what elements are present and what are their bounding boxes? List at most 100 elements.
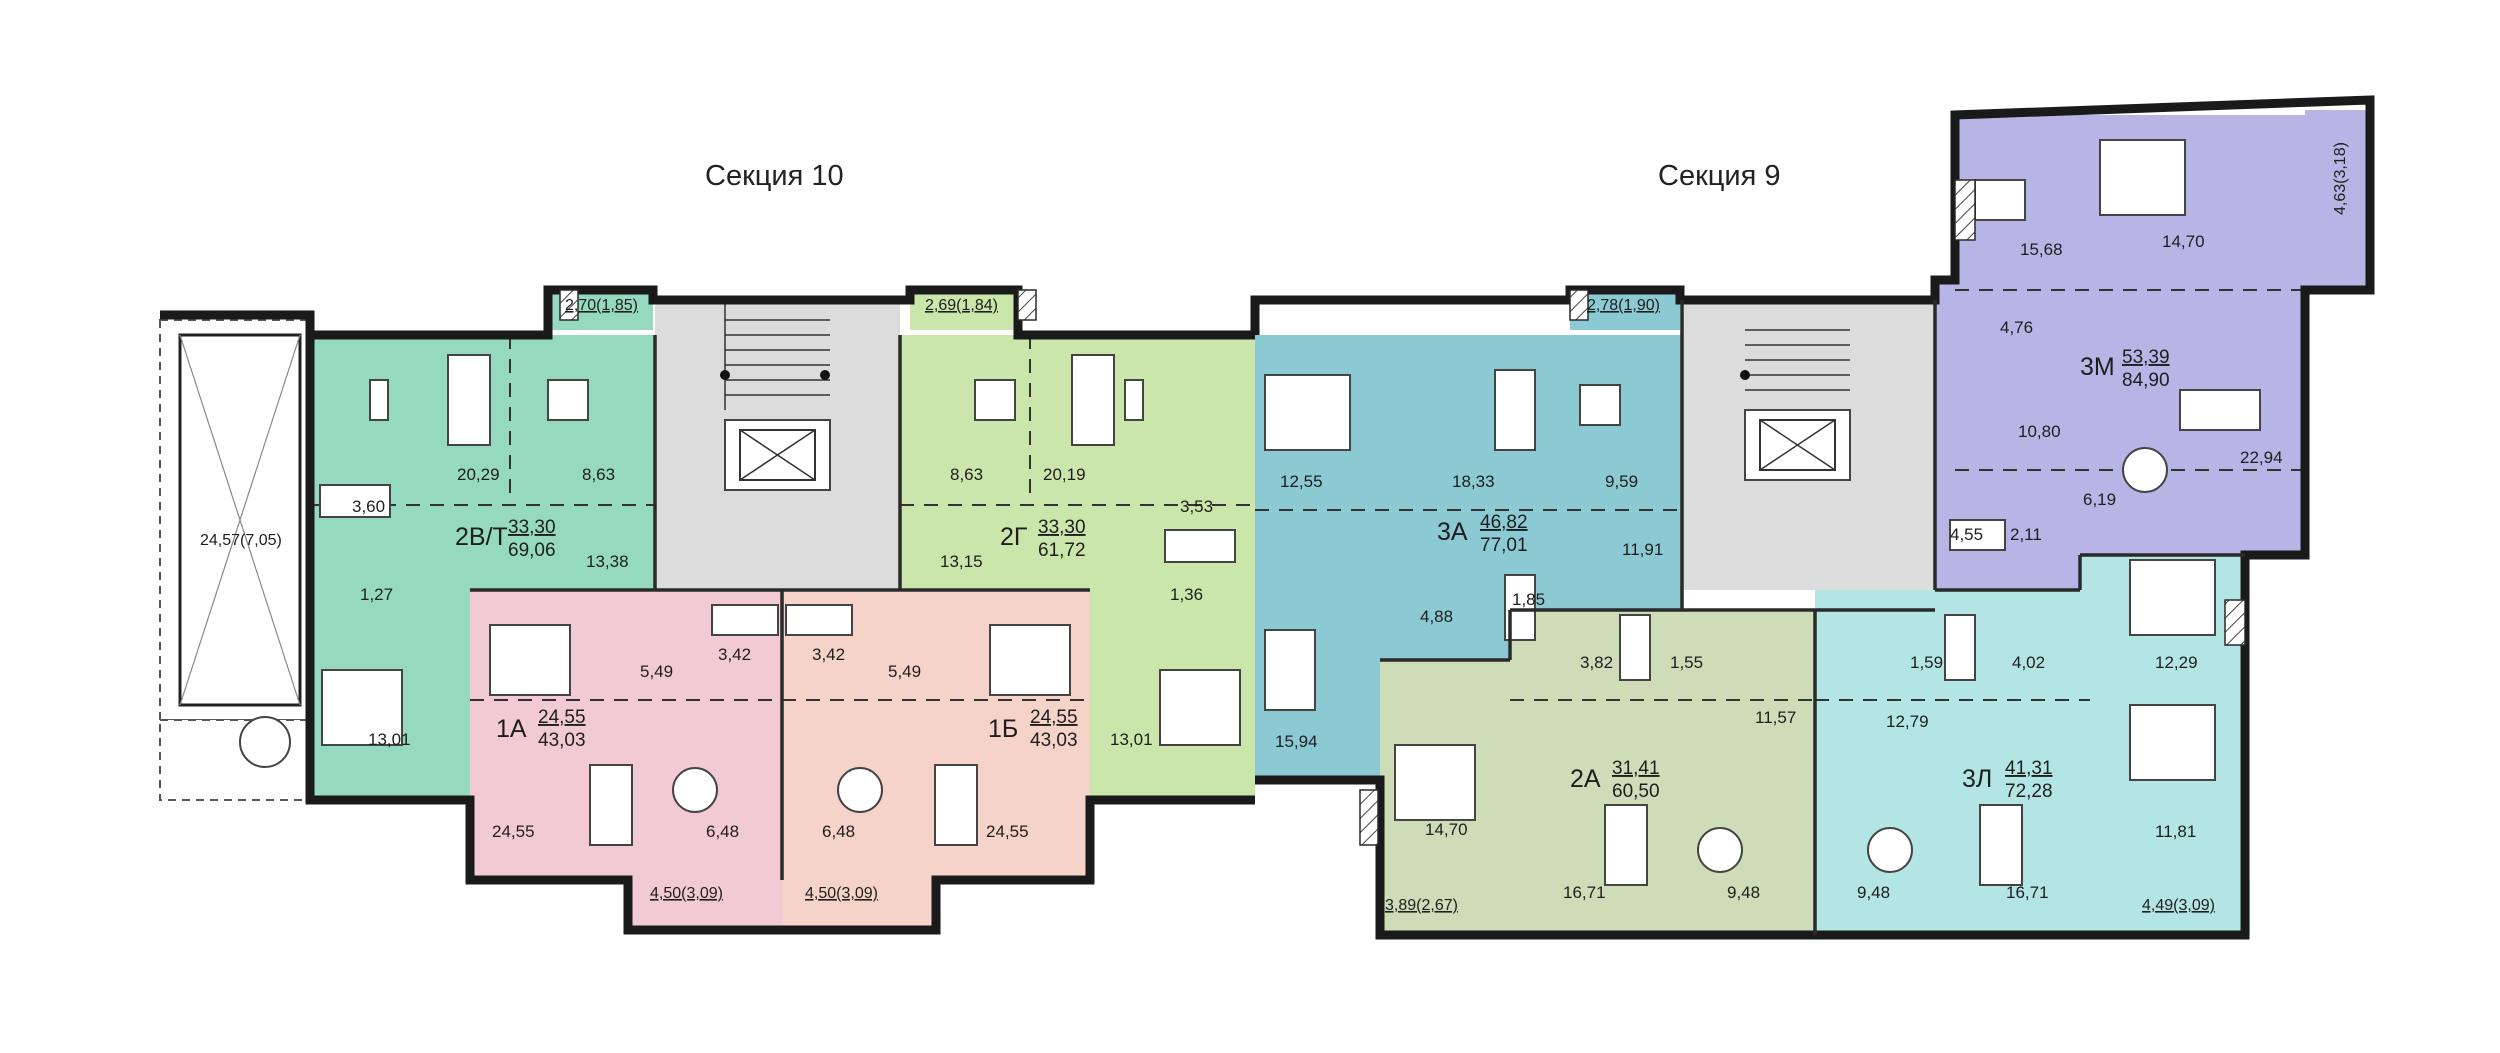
apartment-label-2a: 2А 31,41 60,50 — [1570, 758, 1660, 802]
sofa-icon — [1071, 354, 1115, 446]
dining-table-icon — [1579, 384, 1621, 426]
apartment-code: 3М — [2080, 353, 2115, 381]
room-area: 3,60 — [352, 497, 385, 516]
apartment-living-area: 53,39 — [2122, 347, 2170, 368]
room-area: 12,55 — [1280, 472, 1323, 491]
bathtub-icon — [1164, 529, 1236, 563]
balcony-area: 2,69(1,84) — [925, 297, 998, 314]
sofa-icon — [1494, 369, 1536, 451]
room-area: 8,63 — [950, 465, 983, 484]
room-area: 6,48 — [822, 822, 855, 841]
tv-icon — [1124, 379, 1144, 421]
section-9-title: Секция 9 — [1658, 160, 1780, 192]
zone-lines — [310, 289, 2305, 701]
apartment-living-area: 41,31 — [2005, 758, 2053, 779]
room-area: 12,79 — [1886, 712, 1929, 731]
bed-icon — [1264, 374, 1351, 451]
apartment-code: 1А — [496, 715, 527, 743]
bathtub-icon — [1619, 614, 1651, 681]
balcony-area: 4,50(3,09) — [650, 885, 723, 902]
room-area: 10,80 — [2018, 422, 2061, 441]
apartment-total-area: 60,50 — [1612, 781, 1660, 802]
bed-icon — [2129, 704, 2216, 781]
room-area: 6,48 — [706, 822, 739, 841]
apartment-code: 2В/Т — [455, 523, 508, 551]
room-area: 11,91 — [1622, 540, 1663, 559]
room-area: 4,88 — [1420, 607, 1453, 626]
balcony-area: 4,63(3,18) — [2332, 142, 2349, 215]
apartment-code: 3А — [1437, 518, 1468, 546]
bed-icon — [489, 624, 571, 696]
apartment-living-area: 24,55 — [1030, 707, 1078, 728]
bathtub-icon — [319, 484, 391, 518]
balcony-area: 3,89(2,67) — [1385, 897, 1458, 914]
room-area: 20,29 — [457, 465, 500, 484]
room-area: 20,19 — [1043, 465, 1086, 484]
balcony-area: 2,78(1,90) — [1587, 297, 1660, 314]
apartment-living-area: 31,41 — [1612, 758, 1660, 779]
room-area: 1,55 — [1670, 653, 1703, 672]
bathtub-icon — [785, 604, 853, 636]
room-area: 2,11 — [2010, 525, 2042, 544]
sofa-icon — [589, 764, 633, 846]
room-area: 11,81 — [2155, 822, 2196, 841]
room-area: 15,94 — [1275, 732, 1318, 751]
room-area: 16,71 — [1563, 883, 1606, 902]
balcony-area: 24,57(7,05) — [200, 532, 282, 549]
room-area: 3,42 — [812, 645, 845, 664]
room-area: 14,70 — [2162, 232, 2205, 251]
apartment-code: 2А — [1570, 765, 1601, 793]
apartment-total-area: 43,03 — [538, 730, 586, 751]
apartment-total-area: 77,01 — [1480, 535, 1528, 556]
apartment-3m-fill — [1935, 115, 2305, 590]
room-area: 24,55 — [986, 822, 1029, 841]
dining-table-icon — [1867, 827, 1913, 873]
room-area: 15,68 — [2020, 240, 2063, 259]
room-area: 18,33 — [1452, 472, 1495, 491]
room-area: 11,57 — [1755, 708, 1796, 727]
balcony-3m-fill — [2305, 110, 2370, 290]
stair-s9 — [1740, 329, 1851, 481]
room-area: 24,55 — [492, 822, 535, 841]
room-area: 1,27 — [360, 585, 393, 604]
dining-table-icon — [974, 379, 1016, 421]
apartment-total-area: 61,72 — [1038, 540, 1086, 561]
room-area: 13,38 — [586, 552, 629, 571]
apartment-living-area: 33,30 — [508, 517, 556, 538]
room-area: 16,71 — [2006, 883, 2049, 902]
room-area: 1,59 — [1910, 653, 1943, 672]
apartment-living-area: 46,82 — [1480, 512, 1528, 533]
balcony-1b-fill — [782, 872, 936, 930]
desk-icon — [1974, 179, 2026, 221]
room-area: 6,19 — [2083, 490, 2116, 509]
bathtub-icon — [711, 604, 779, 636]
room-area: 8,63 — [582, 465, 615, 484]
stair-s10 — [720, 300, 831, 491]
apartment-label-1b: 1Б 24,55 43,03 — [988, 707, 1078, 751]
walls — [160, 95, 2375, 940]
dining-table-icon — [2122, 447, 2168, 493]
balcony-areas: 24,57(7,05) 2,70(1,85) 2,69(1,84) 4,50(3… — [200, 142, 2349, 914]
sofa-icon — [447, 354, 491, 446]
sofa-icon — [1604, 804, 1648, 886]
apartment-3a-fill — [1255, 335, 1682, 780]
bed-icon — [989, 624, 1071, 696]
room-area: 13,01 — [368, 730, 411, 749]
balcony-area: 4,50(3,09) — [805, 885, 878, 902]
balcony-2g-fill — [910, 290, 1018, 330]
room-area: 1,36 — [1170, 585, 1203, 604]
balcony-area: 4,49(3,09) — [2142, 897, 2215, 914]
dining-table-icon — [547, 379, 589, 421]
terrace — [159, 319, 311, 801]
balcony-area: 2,70(1,85) — [565, 297, 638, 314]
apartment-label-2g: 2Г 33,30 61,72 — [1000, 517, 1086, 561]
room-area: 12,29 — [2155, 653, 2198, 672]
apartment-code: 3Л — [1962, 765, 1992, 793]
room-area: 9,48 — [1857, 883, 1890, 902]
apartment-code: 2Г — [1000, 523, 1028, 551]
room-area: 9,48 — [1727, 883, 1760, 902]
apartment-living-area: 24,55 — [538, 707, 586, 728]
bed-icon — [1394, 744, 1476, 821]
bathtub-icon — [1944, 614, 1976, 681]
sofa-icon — [934, 764, 978, 846]
